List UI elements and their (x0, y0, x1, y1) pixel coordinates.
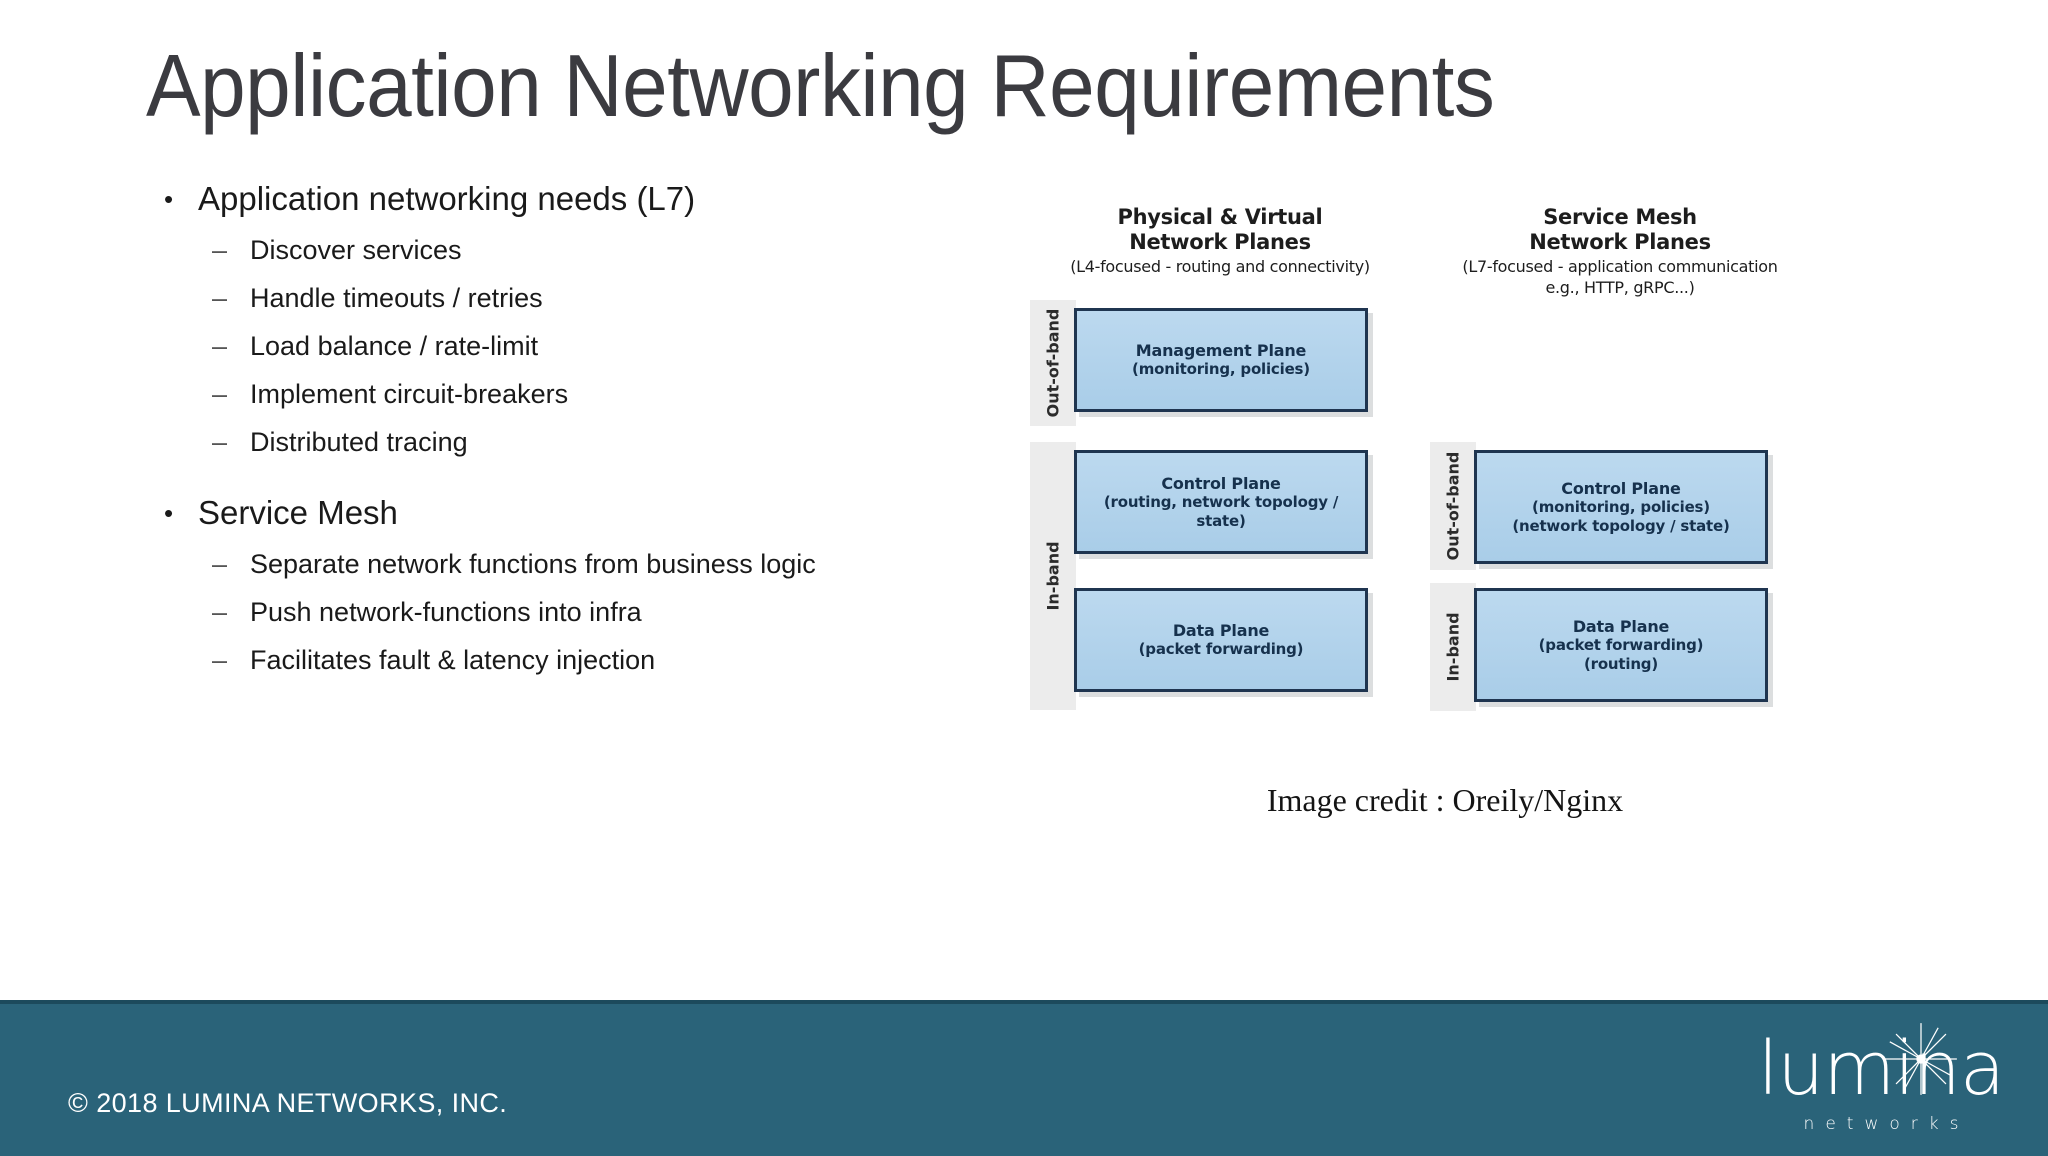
bullet-level2-text: Separate network functions from business… (250, 549, 816, 579)
bullet-level2: – Distributed tracing (150, 426, 940, 458)
footer-bar: © 2018 LUMINA NETWORKS, INC. lumina (0, 1000, 2048, 1156)
dash-marker-icon: – (212, 379, 228, 409)
bullet-level1: • Service Mesh (150, 494, 940, 532)
dash-marker-icon: – (212, 597, 228, 627)
plane-detail: (monitoring, policies) (1132, 360, 1310, 378)
dash-marker-icon: – (212, 331, 228, 361)
band-label: In-band (1443, 612, 1463, 682)
bullet-marker-icon: • (164, 498, 174, 528)
band-label: Out-of-band (1043, 308, 1063, 418)
page-title: Application Networking Requirements (146, 36, 1495, 135)
plane-box-data: Data Plane (packet forwarding) (routing) (1474, 588, 1768, 702)
diagram-column-physical-virtual: Physical & Virtual Network Planes (L4-fo… (1030, 205, 1410, 710)
network-planes-diagram: Physical & Virtual Network Planes (L4-fo… (1030, 205, 1860, 725)
plane-box-control: Control Plane (routing, network topology… (1074, 450, 1368, 554)
bullet-level2-text: Implement circuit-breakers (250, 379, 569, 409)
bullet-level1-text: Application networking needs (L7) (198, 180, 696, 217)
column-heading-line2: Network Planes (1129, 230, 1311, 254)
bullet-level2: – Push network-functions into infra (150, 596, 940, 628)
copyright-text: © 2018 LUMINA NETWORKS, INC. (68, 1088, 508, 1118)
bullet-level2-text: Handle timeouts / retries (250, 283, 543, 313)
logo-wordmark: lumina (1757, 1026, 2005, 1112)
plane-detail: (packet forwarding) (1138, 640, 1304, 658)
band-in-band: In-band (1030, 442, 1076, 710)
column-subheading-line1: (L7-focused - application communication (1462, 257, 1778, 276)
plane-title: Data Plane (1172, 621, 1270, 640)
dash-marker-icon: – (212, 549, 228, 579)
plane-detail: (routing) (1583, 654, 1658, 673)
diagram-column-service-mesh: Service Mesh Network Planes (L7-focused … (1430, 205, 1810, 711)
bullet-group: • Application networking needs (L7) – Di… (150, 180, 940, 458)
plane-detail: (routing, network topology / state) (1103, 492, 1339, 530)
plane-title: Data Plane (1572, 616, 1670, 636)
band-label: Out-of-band (1443, 451, 1463, 561)
bullet-level2-text: Discover services (250, 235, 462, 265)
band-label: In-band (1043, 541, 1063, 611)
plane-detail: (monitoring, policies) (1532, 497, 1710, 516)
column-heading: Service Mesh Network Planes (L7-focused … (1430, 205, 1810, 297)
bullet-level2-text: Facilitates fault & latency injection (250, 645, 656, 675)
bullet-list: • Application networking needs (L7) – Di… (150, 180, 940, 690)
plane-detail: (network topology / state) (1512, 516, 1730, 535)
bullet-level2-text: Load balance / rate-limit (250, 331, 539, 361)
column-subheading-line2: e.g., HTTP, gRPC...) (1545, 278, 1695, 297)
column-heading-line2: Network Planes (1529, 230, 1711, 254)
bullet-group: • Service Mesh – Separate network functi… (150, 494, 940, 676)
dash-marker-icon: – (212, 427, 228, 457)
column-heading: Physical & Virtual Network Planes (L4-fo… (1030, 205, 1410, 276)
bullet-level2-text: Distributed tracing (250, 427, 468, 457)
plane-title: Control Plane (1561, 478, 1681, 498)
logo-tagline: networks (1803, 1114, 1970, 1134)
band-in-band: In-band (1430, 583, 1476, 711)
bullet-level2: – Implement circuit-breakers (150, 378, 940, 410)
band-out-of-band: Out-of-band (1030, 300, 1076, 426)
bullet-level2: – Separate network functions from busine… (150, 548, 940, 580)
plane-detail: (packet forwarding) (1538, 635, 1704, 654)
bullet-level2-text: Push network-functions into infra (250, 597, 642, 627)
image-credit: Image credit : Oreily/Nginx (1266, 782, 1624, 818)
plane-title: Management Plane (1135, 341, 1307, 360)
dash-marker-icon: – (212, 645, 228, 675)
plane-box-control: Control Plane (monitoring, policies) (ne… (1474, 450, 1768, 564)
column-heading-line1: Service Mesh (1543, 205, 1697, 229)
lumina-logo: lumina networks (1736, 1022, 2026, 1142)
bullet-marker-icon: • (164, 184, 174, 214)
bullet-level1: • Application networking needs (L7) (150, 180, 940, 218)
plane-box-management: Management Plane (monitoring, policies) (1074, 308, 1368, 412)
bullet-level2: – Handle timeouts / retries (150, 282, 940, 314)
column-subheading-line1: (L4-focused - routing and connectivity) (1070, 257, 1370, 276)
column-heading-line1: Physical & Virtual (1117, 205, 1323, 229)
bullet-level1-text: Service Mesh (198, 494, 398, 531)
dash-marker-icon: – (212, 235, 228, 265)
bullet-level2: – Discover services (150, 234, 940, 266)
bullet-level2: – Facilitates fault & latency injection (150, 644, 940, 676)
plane-box-data: Data Plane (packet forwarding) (1074, 588, 1368, 692)
bullet-level2: – Load balance / rate-limit (150, 330, 940, 362)
dash-marker-icon: – (212, 283, 228, 313)
plane-title: Control Plane (1161, 473, 1281, 493)
band-out-of-band: Out-of-band (1430, 442, 1476, 570)
